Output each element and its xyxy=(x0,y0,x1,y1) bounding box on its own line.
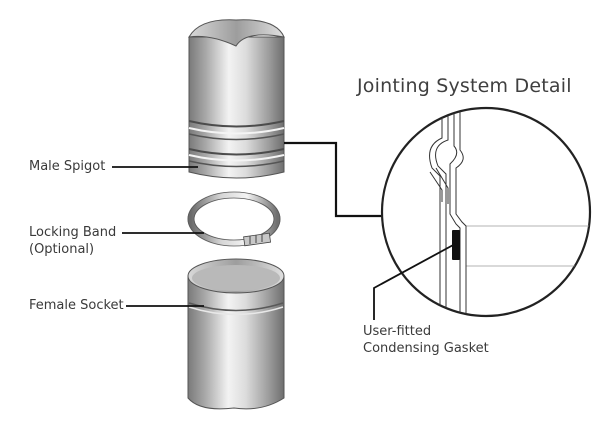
male-spigot-label: Male Spigot xyxy=(29,159,106,174)
gasket-label-line2: Condensing Gasket xyxy=(363,341,489,356)
female-socket-pipe xyxy=(187,258,285,410)
locking-band-ring xyxy=(187,191,281,247)
male-spigot-pipe xyxy=(188,19,285,179)
locking-band-label-line1: Locking Band xyxy=(29,225,117,240)
gasket-leader xyxy=(373,243,456,320)
female-socket-label: Female Socket xyxy=(29,298,124,313)
gasket-label-line1: User-fitted xyxy=(363,324,432,339)
detail-connector xyxy=(284,141,382,218)
locking-band-label-line2: (Optional) xyxy=(29,242,95,257)
page-title: Jointing System Detail xyxy=(357,75,572,97)
locking-band-label: Locking Band (Optional) xyxy=(29,224,116,258)
gasket-label: User-fitted Condensing Gasket xyxy=(363,323,489,357)
detail-circle xyxy=(380,106,592,318)
